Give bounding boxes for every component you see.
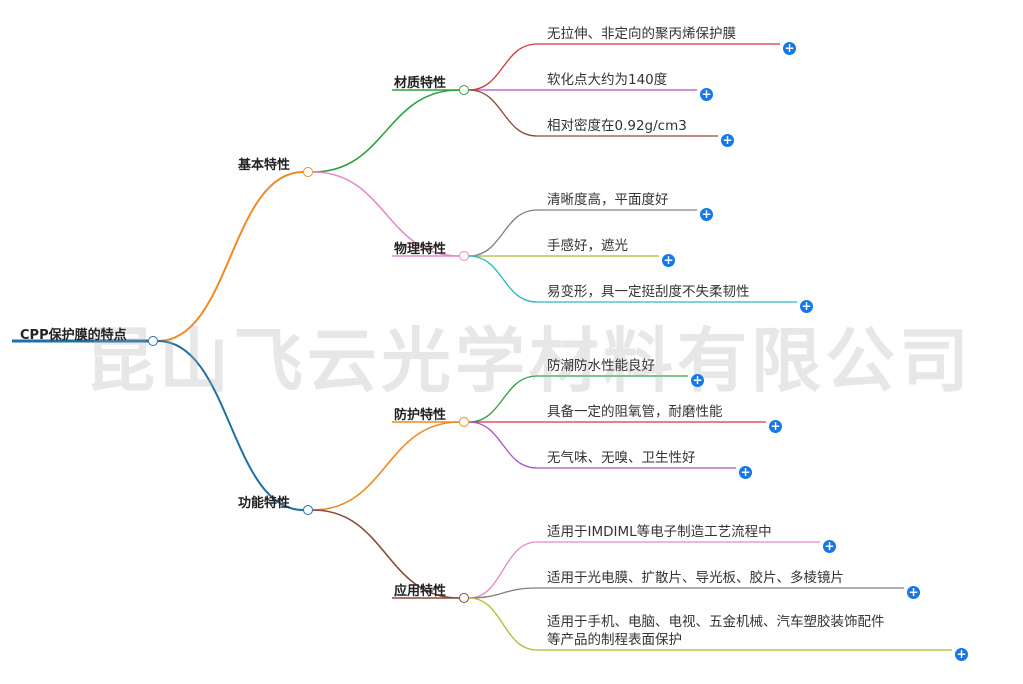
expand-button[interactable]: +	[783, 41, 796, 55]
subtopic-connector	[312, 421, 460, 511]
leaf-connector	[468, 209, 538, 257]
subtopic-node-circle[interactable]	[459, 417, 469, 427]
branch-topic: 基本特性	[238, 158, 291, 173]
expand-button[interactable]: +	[700, 87, 713, 101]
leaf-topic: 相对密度在0.92g/cm3	[547, 118, 687, 134]
expand-button[interactable]: +	[691, 373, 704, 387]
subtopic: 应用特性	[394, 584, 447, 599]
leaf-connector	[468, 541, 538, 599]
leaf-topic: 无气味、无嗅、卫生性好	[547, 450, 696, 466]
branch-node-circle[interactable]	[303, 167, 313, 177]
leaf-connector	[468, 421, 538, 469]
expand-button[interactable]: +	[955, 647, 968, 661]
expand-button[interactable]: +	[721, 133, 734, 147]
branch-topic: 功能特性	[238, 496, 291, 511]
subtopic-connector	[312, 171, 460, 257]
leaf-topic: 软化点大约为140度	[547, 72, 668, 88]
expand-button[interactable]: +	[700, 207, 713, 221]
leaf-topic: 适用于光电膜、扩散片、导光板、胶片、多棱镜片	[547, 570, 844, 586]
branch-connector	[157, 171, 304, 342]
leaf-connector	[468, 255, 538, 303]
subtopic: 防护特性	[394, 408, 447, 423]
expand-button[interactable]: +	[823, 539, 836, 553]
expand-button[interactable]: +	[662, 253, 675, 267]
leaf-topic: 手感好，遮光	[547, 238, 628, 254]
subtopic-connector	[312, 509, 460, 599]
leaf-topic: 易变形，具一定挺刮度不失柔韧性	[547, 284, 750, 300]
root-node-circle[interactable]	[148, 336, 158, 346]
expand-button[interactable]: +	[769, 419, 782, 433]
leaf-connector	[468, 89, 538, 137]
subtopic: 材质特性	[394, 76, 447, 91]
branch-node-circle[interactable]	[303, 505, 313, 515]
leaf-connector	[468, 597, 538, 651]
leaf-topic: 具备一定的阻氧管，耐磨性能	[547, 404, 723, 420]
subtopic: 物理特性	[394, 242, 447, 257]
leaf-topic: 防潮防水性能良好	[547, 358, 655, 374]
expand-button[interactable]: +	[739, 465, 752, 479]
subtopic-node-circle[interactable]	[459, 251, 469, 261]
leaf-topic: 适用于IMDIML等电子制造工艺流程中	[547, 524, 772, 540]
leaf-connector	[468, 43, 538, 91]
subtopic-connector	[312, 89, 460, 173]
leaf-topic: 清晰度高，平面度好	[547, 192, 669, 208]
leaf-topic: 适用于手机、电脑、电视、五金机械、汽车塑胶装饰配件 等产品的制程表面保护	[547, 614, 885, 648]
subtopic-node-circle[interactable]	[459, 593, 469, 603]
leaf-connector	[468, 587, 538, 599]
leaf-topic: 无拉伸、非定向的聚丙烯保护膜	[547, 26, 736, 42]
subtopic-node-circle[interactable]	[459, 85, 469, 95]
expand-button[interactable]: +	[907, 585, 920, 599]
leaf-connector	[468, 375, 538, 423]
branch-connector	[157, 340, 304, 511]
root-topic: CPP保护膜的特点	[20, 328, 127, 343]
expand-button[interactable]: +	[800, 299, 813, 313]
